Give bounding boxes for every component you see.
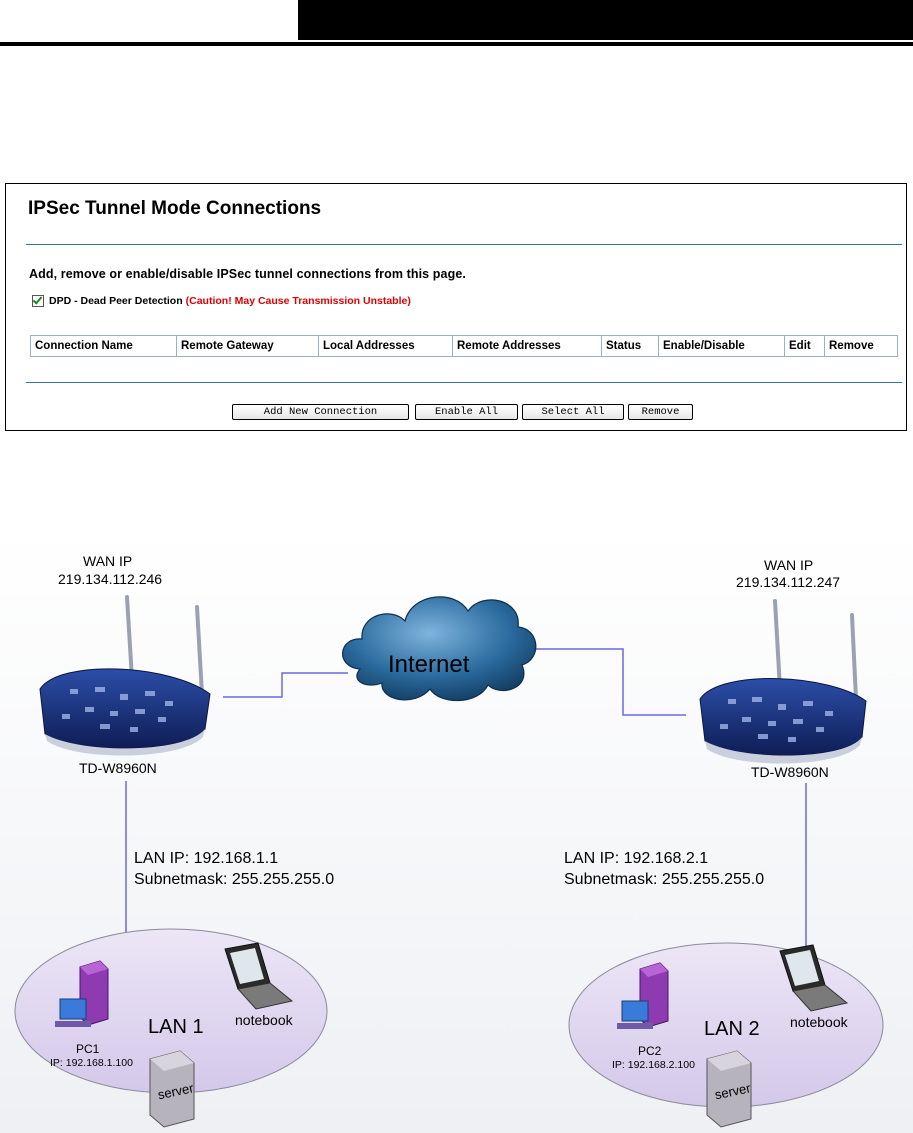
title-divider bbox=[26, 244, 902, 245]
col-connection-name: Connection Name bbox=[30, 335, 177, 357]
right-router-model: TD-W8960N bbox=[751, 764, 829, 780]
add-new-connection-button[interactable]: Add New Connection bbox=[232, 404, 409, 420]
right-wan-label: WAN IP bbox=[764, 557, 813, 573]
dpd-checkbox[interactable] bbox=[32, 295, 44, 307]
table-divider bbox=[26, 382, 902, 383]
select-all-button[interactable]: Select All bbox=[522, 404, 624, 420]
lan1-group: PC1 IP: 192.168.1.100 LAN 1 notebook ser… bbox=[14, 928, 328, 1128]
col-remove: Remove bbox=[824, 335, 898, 357]
server2-label: server bbox=[713, 1080, 752, 1102]
right-router-group: WAN IP 219.134.112.247 TD-W8960N LAN IP:… bbox=[564, 557, 867, 888]
server1-icon: server bbox=[149, 1050, 195, 1128]
col-remote-addresses: Remote Addresses bbox=[452, 335, 602, 357]
right-wan-ip: 219.134.112.247 bbox=[736, 574, 840, 590]
notebook2-icon bbox=[779, 944, 849, 1012]
pc2-name: PC2 bbox=[638, 1044, 662, 1058]
internet-label: Internet bbox=[388, 651, 470, 678]
pc1-icon bbox=[55, 960, 109, 1027]
col-remote-gateway: Remote Gateway bbox=[176, 335, 319, 357]
pc2-ip: IP: 192.168.2.100 bbox=[612, 1059, 695, 1071]
left-wan-link bbox=[223, 672, 348, 698]
right-lan-ip: LAN IP: 192.168.2.1 bbox=[564, 850, 708, 867]
page-header-bar bbox=[298, 0, 913, 40]
pc1-ip: IP: 192.168.1.100 bbox=[50, 1057, 133, 1069]
right-subnetmask: Subnetmask: 255.255.255.0 bbox=[564, 871, 764, 888]
left-wan-ip: 219.134.112.246 bbox=[58, 571, 162, 587]
pc2-icon bbox=[617, 962, 669, 1029]
notebook2-label: notebook bbox=[790, 1014, 849, 1030]
internet-cloud-icon: Internet bbox=[342, 596, 537, 702]
left-wan-label: WAN IP bbox=[83, 553, 132, 569]
dpd-caution-text: (Caution! May Cause Transmission Unstabl… bbox=[185, 295, 411, 307]
col-edit: Edit bbox=[784, 335, 825, 357]
left-lan-ip: LAN IP: 192.168.1.1 bbox=[134, 850, 278, 867]
panel-description: Add, remove or enable/disable IPSec tunn… bbox=[29, 267, 466, 281]
col-local-addresses: Local Addresses bbox=[318, 335, 453, 357]
enable-all-button[interactable]: Enable All bbox=[415, 404, 518, 420]
lan2-name: LAN 2 bbox=[704, 1018, 760, 1040]
table-header-row: Connection Name Remote Gateway Local Add… bbox=[30, 335, 898, 357]
lan2-group: PC2 IP: 192.168.2.100 LAN 2 notebook ser… bbox=[568, 942, 884, 1128]
left-router-group: WAN IP 219.134.112.246 TD-W8960N LAN IP:… bbox=[39, 553, 334, 888]
dpd-label: DPD - Dead Peer Detection bbox=[49, 295, 183, 307]
server2-icon: server bbox=[706, 1050, 752, 1128]
left-router-icon bbox=[39, 595, 211, 756]
lan1-name: LAN 1 bbox=[148, 1016, 204, 1038]
left-router-model: TD-W8960N bbox=[79, 760, 157, 776]
remove-button[interactable]: Remove bbox=[628, 404, 693, 420]
right-router-icon bbox=[699, 599, 867, 764]
panel-title: IPSec Tunnel Mode Connections bbox=[28, 198, 322, 219]
left-subnetmask: Subnetmask: 255.255.255.0 bbox=[134, 871, 334, 888]
page-header-rule bbox=[0, 42, 913, 46]
col-status: Status bbox=[601, 335, 659, 357]
network-diagram: Internet WAN IP 219.134.112.246 TD-W8960… bbox=[0, 529, 913, 1133]
ipsec-panel: IPSec Tunnel Mode Connections Add, remov… bbox=[5, 183, 907, 431]
notebook1-label: notebook bbox=[235, 1012, 294, 1028]
connections-table: Connection Name Remote Gateway Local Add… bbox=[30, 335, 898, 357]
right-wan-link bbox=[530, 648, 686, 716]
notebook1-icon bbox=[224, 942, 294, 1010]
pc1-name: PC1 bbox=[76, 1042, 100, 1056]
link-lines bbox=[125, 648, 807, 947]
server1-label: server bbox=[156, 1080, 195, 1102]
col-enable-disable: Enable/Disable bbox=[658, 335, 785, 357]
dpd-row: DPD - Dead Peer Detection (Caution! May … bbox=[32, 295, 411, 307]
